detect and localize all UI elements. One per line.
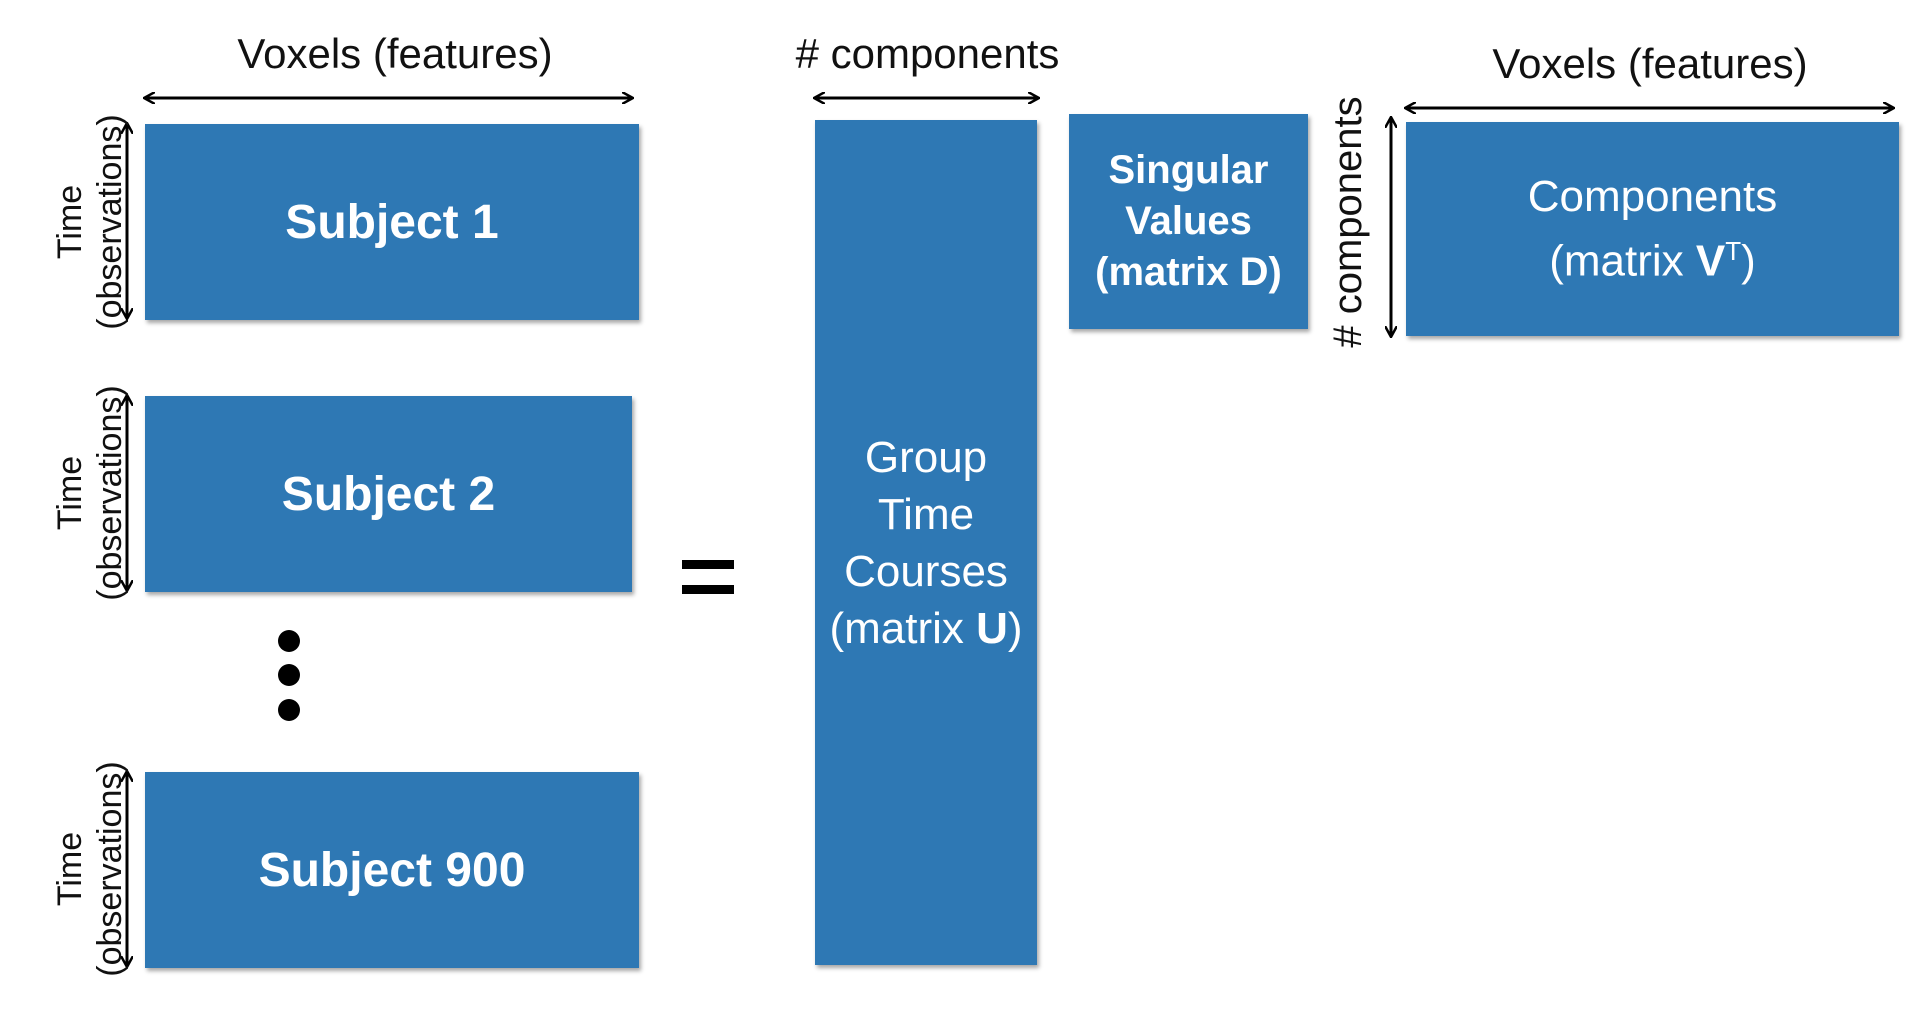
ellipsis-dot-1 [278,630,300,652]
subject-2-label: Subject 2 [281,467,496,521]
vt-matrix-label: Components (matrix VT) [1527,171,1778,286]
equals-sign [680,560,736,596]
components-label-v: # components [1326,96,1370,348]
time-label-subject-900: Time (observations) [51,761,129,977]
u-matrix-label: Group Time Courses (matrix U) [829,432,1023,653]
components-label-u: # components [795,30,1060,77]
vt-matrix-block: Components (matrix VT) [1406,122,1899,336]
subject-1-label: Subject 1 [285,195,499,249]
ellipsis-dot-3 [278,699,300,721]
voxels-label-left: Voxels (features) [237,30,553,77]
time-label-subject-1: Time (observations) [51,114,129,330]
d-matrix-label: Singular Values (matrix D) [1095,148,1282,294]
subject-2-block: Subject 2 [145,396,632,592]
subject-900-block: Subject 900 [145,772,639,968]
u-matrix-block: Group Time Courses (matrix U) [815,120,1037,965]
time-label-subject-2: Time (observations) [51,385,129,601]
subject-1-block: Subject 1 [145,124,639,320]
ellipsis-dot-2 [278,664,300,686]
voxels-label-right: Voxels (features) [1492,40,1808,87]
subject-900-label: Subject 900 [258,843,526,897]
d-matrix-block: Singular Values (matrix D) [1069,114,1308,329]
